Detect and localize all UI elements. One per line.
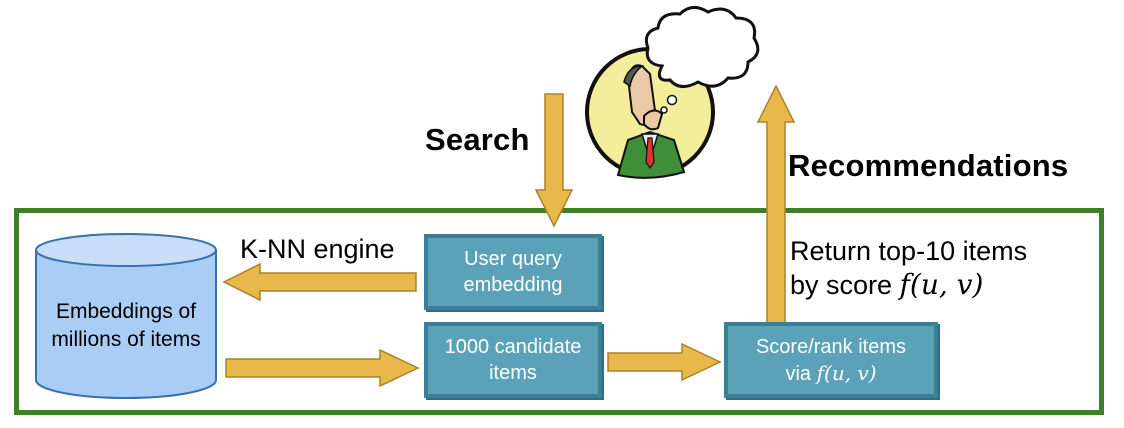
search-label: Search (425, 122, 530, 157)
database-label: Embeddings of millions of items (34, 298, 218, 354)
score-rank-line2: via f(u, v) (785, 360, 876, 387)
database-cylinder-icon (35, 233, 217, 399)
user-query-line1: User query (464, 248, 562, 270)
database-label-line1: Embeddings of (55, 300, 197, 323)
candidates-line2: items (489, 362, 537, 384)
recommendations-label: Recommendations (788, 148, 1069, 183)
candidates-box: 1000 candidate items (424, 322, 602, 398)
knn-engine-label: K-NN engine (240, 234, 395, 264)
score-rank-formula: f(u, v) (816, 360, 877, 385)
return-label-line2: by score f(u, v) (790, 268, 1090, 302)
candidates-to-score-arrow (607, 342, 722, 382)
return-label-prefix: by score (790, 270, 900, 300)
score-rank-box: Score/rank items via f(u, v) (724, 322, 938, 398)
knn-arrow (222, 262, 417, 302)
user-query-line2: embedding (463, 274, 563, 296)
return-label-line1: Return top-10 items (790, 236, 1028, 266)
database-label-line2: millions of items (51, 328, 201, 351)
thought-bubble-icon (644, 6, 760, 88)
candidates-line1: 1000 candidate (444, 336, 582, 358)
user-query-box: User query embedding (424, 234, 602, 310)
score-rank-line1: Score/rank items (755, 335, 907, 358)
search-arrow (534, 93, 574, 228)
return-label: Return top-10 items by score f(u, v) (790, 234, 1090, 302)
return-formula: f(u, v) (899, 268, 984, 301)
score-rank-line2-prefix: via (785, 362, 817, 385)
db-to-candidates-arrow (225, 348, 420, 388)
